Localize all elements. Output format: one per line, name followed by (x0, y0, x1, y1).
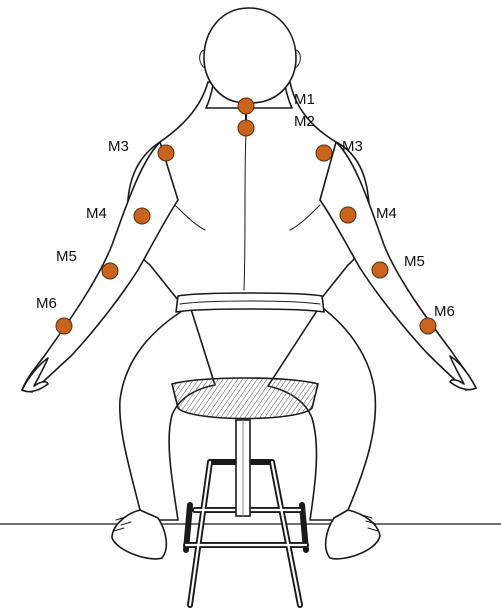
label-m1: M1 (294, 91, 315, 108)
stool (186, 420, 306, 605)
label-m6-right: M6 (434, 303, 455, 320)
marker-m4-left (134, 208, 150, 224)
marker-m4-right (340, 207, 356, 223)
label-m5-right: M5 (404, 253, 425, 270)
label-m2: M2 (294, 113, 315, 130)
marker-m2 (238, 120, 254, 136)
marker-m3-left (158, 145, 174, 161)
label-m6-left: M6 (36, 295, 57, 312)
label-m3-left: M3 (108, 138, 129, 155)
label-m5-left: M5 (56, 248, 77, 265)
marker-m1 (238, 98, 254, 114)
marker-m3-right (316, 145, 332, 161)
stool-seat (172, 378, 318, 419)
marker-m6-left (56, 318, 72, 334)
label-m4-right: M4 (376, 205, 397, 222)
marker-m5-right (372, 262, 388, 278)
head (200, 8, 301, 108)
label-m3-right: M3 (342, 138, 363, 155)
marker-m5-left (102, 263, 118, 279)
marker-m6-right (420, 318, 436, 334)
label-m4-left: M4 (86, 205, 107, 222)
